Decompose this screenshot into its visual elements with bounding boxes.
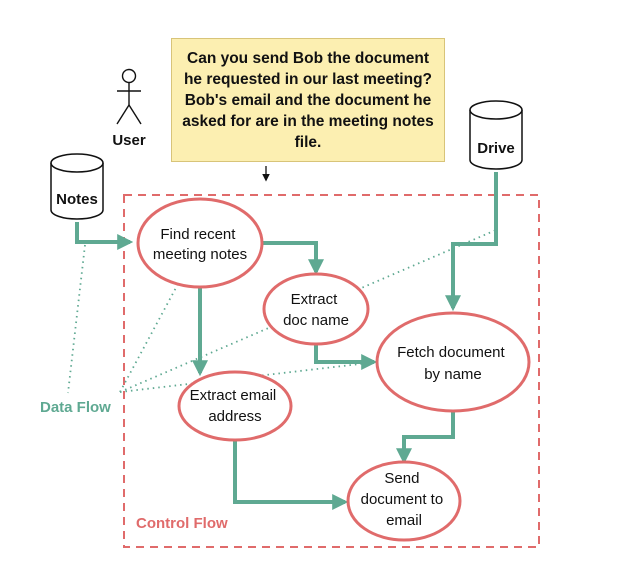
arrow-find-to-extract-doc bbox=[260, 241, 324, 276]
arrow-fetch-to-send bbox=[396, 410, 455, 465]
user-label: User bbox=[112, 132, 146, 149]
node-extract-doc-line-2: doc name bbox=[283, 312, 349, 329]
node-send-line-3: email bbox=[386, 512, 422, 529]
control-flow-arrows bbox=[75, 172, 498, 510]
node-fetch-line-2: by name bbox=[424, 366, 482, 383]
node-find-line-2: meeting notes bbox=[153, 246, 247, 263]
node-extract-email: Extract email address bbox=[177, 370, 293, 442]
user-icon bbox=[116, 68, 142, 125]
node-fetch-line-1: Fetch document bbox=[397, 344, 505, 361]
arrow-notes-to-find bbox=[75, 222, 134, 250]
notes-store-label: Notes bbox=[56, 191, 98, 208]
svg-text:Extract doc name: Extract doc name bbox=[283, 291, 349, 329]
arrow-drive-to-fetch bbox=[445, 172, 498, 312]
control-flow-label: Control Flow bbox=[136, 515, 228, 532]
node-extract-email-line-2: address bbox=[208, 408, 261, 425]
node-send-line-2: document to bbox=[361, 491, 444, 508]
drive-store-label: Drive bbox=[477, 140, 515, 157]
node-extract-doc-name: Extract doc name bbox=[262, 272, 370, 346]
arrow-extract-doc-to-fetch bbox=[314, 344, 378, 370]
node-fetch-document: Fetch document by name bbox=[375, 311, 531, 413]
node-send-document: Send document to email bbox=[346, 460, 462, 542]
node-extract-doc-line-1: Extract bbox=[291, 291, 339, 308]
node-send-line-1: Send bbox=[384, 470, 419, 487]
node-find-line-1: Find recent bbox=[160, 226, 236, 243]
svg-text:Send document to: Send document to email bbox=[361, 470, 448, 529]
svg-text:Fetch document by name: Fetch document by name bbox=[397, 344, 509, 383]
data-flow-label: Data Flow bbox=[40, 399, 111, 416]
control-flow-boundary bbox=[123, 194, 540, 548]
node-extract-email-line-1: Extract email bbox=[190, 387, 277, 404]
notes-store: Notes bbox=[50, 153, 104, 220]
user-query-text: Can you send Bob the document he request… bbox=[182, 49, 434, 151]
drive-store: Drive bbox=[469, 100, 523, 170]
user-query-box: Can you send Bob the document he request… bbox=[171, 38, 445, 162]
arrow-email-to-send bbox=[233, 440, 349, 510]
svg-text:Find recent meeting no: Find recent meeting notes bbox=[153, 226, 247, 263]
node-find-meeting-notes: Find recent meeting notes bbox=[136, 197, 264, 289]
svg-text:Extract email address: Extract email address bbox=[190, 387, 281, 425]
